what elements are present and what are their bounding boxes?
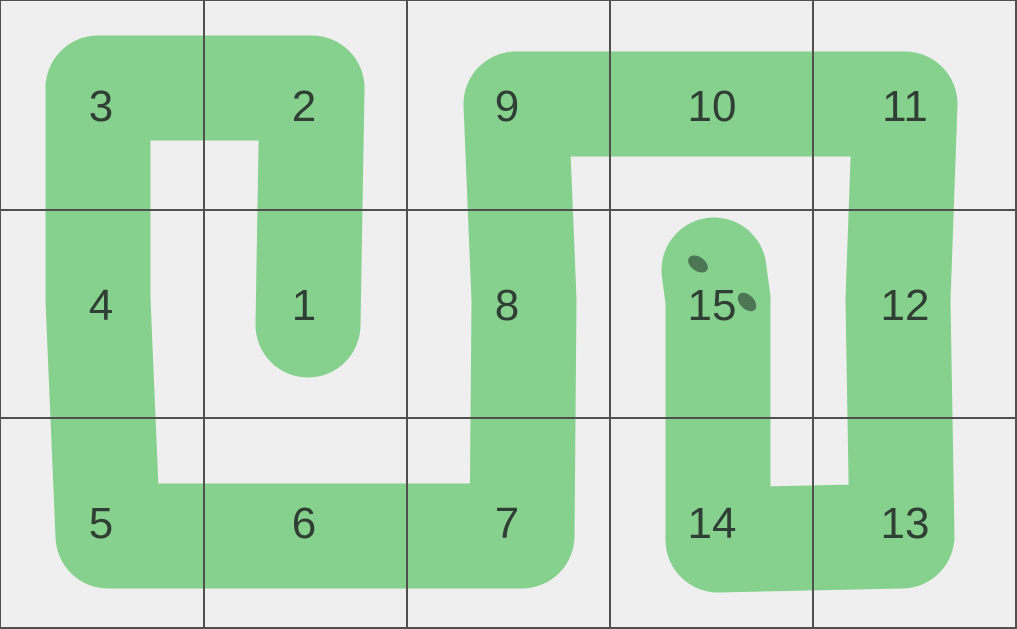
cell-number-4[interactable]: 4 — [89, 281, 113, 330]
cell-number-8[interactable]: 8 — [495, 281, 519, 330]
cell-number-15[interactable]: 15 — [688, 281, 737, 330]
cell-number-10[interactable]: 10 — [688, 82, 737, 131]
cell-number-12[interactable]: 12 — [881, 281, 930, 330]
cell-number-14[interactable]: 14 — [688, 499, 737, 548]
cell-number-2[interactable]: 2 — [292, 82, 316, 131]
cell-number-7[interactable]: 7 — [495, 499, 519, 548]
cell-number-6[interactable]: 6 — [292, 499, 316, 548]
cell-number-5[interactable]: 5 — [89, 499, 113, 548]
cell-number-3[interactable]: 3 — [89, 82, 113, 131]
drawn-path-stroke — [45, 35, 958, 593]
path-end-marker — [688, 255, 708, 273]
cell-number-1[interactable]: 1 — [292, 281, 316, 330]
path-end-marker — [737, 292, 757, 312]
cell-number-9[interactable]: 9 — [495, 82, 519, 131]
cell-number-11[interactable]: 11 — [882, 82, 928, 131]
cell-number-13[interactable]: 13 — [881, 499, 930, 548]
